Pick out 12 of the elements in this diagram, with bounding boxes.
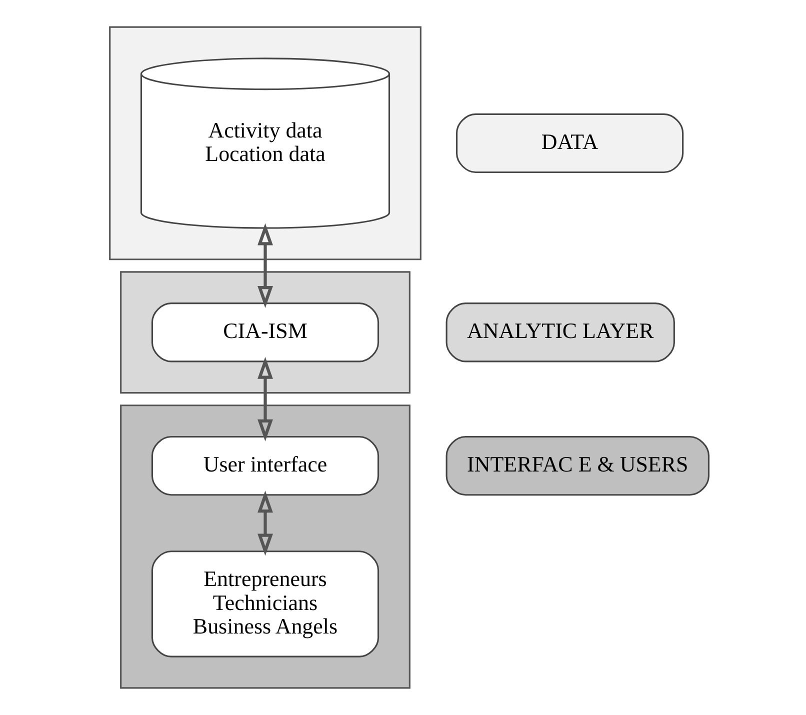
node-box: ANALYTIC LAYER — [446, 302, 675, 362]
cluster — [120, 404, 410, 689]
node-box: INTERFAC E & USERS — [446, 436, 710, 496]
arrow — [258, 490, 273, 556]
cluster — [109, 26, 422, 260]
node-box: User interface — [151, 436, 380, 496]
arrow — [258, 223, 273, 308]
node-box: DATA — [456, 113, 684, 174]
node-box: Entrepreneurs Technicians Business Angels — [151, 550, 380, 658]
arrow — [258, 356, 273, 442]
node-box: CIA-ISM — [151, 302, 380, 362]
cluster — [120, 271, 410, 394]
